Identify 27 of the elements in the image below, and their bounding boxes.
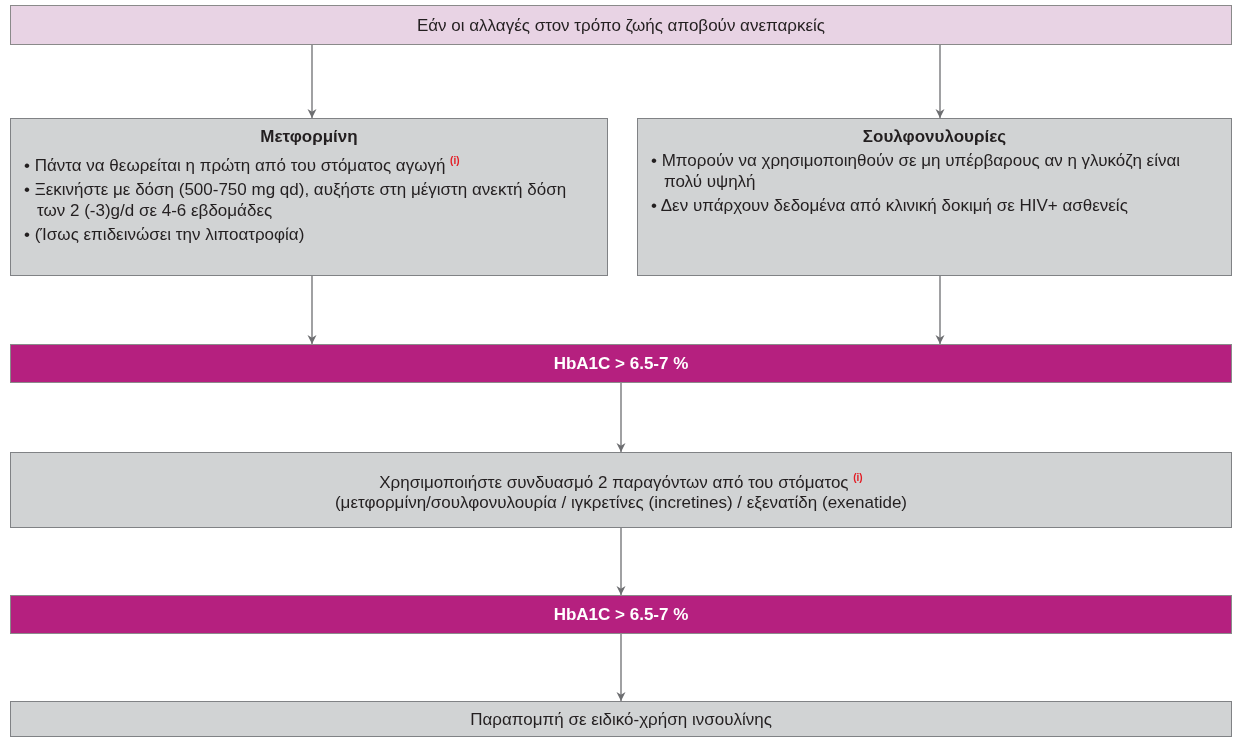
arrow [616, 382, 626, 453]
start-box [10, 5, 1232, 45]
bullet-item: • Δεν υπάρχουν δεδομένα από κλινική δοκιμή σε HIV+ ασθενείς [650, 195, 1129, 216]
process-box [10, 701, 1232, 737]
arrow [616, 527, 626, 596]
process-box [10, 452, 1232, 528]
criterion-bar [10, 595, 1232, 634]
bullet-item: • (Ίσως επιδεινώσει την λιποατροφία) [23, 223, 306, 245]
arrow [935, 275, 945, 345]
box-text: Χρησιμοποιήστε συνδυασμό 2 παραγόντων από του στόματος $^{(i)}$ [379, 470, 863, 493]
bar-label: HbA1C > 6.5-7 % [553, 353, 689, 374]
box-heading: Σουλφονυλουρίες [862, 127, 1007, 147]
treatment-box [637, 118, 1232, 276]
treatment-box [10, 118, 608, 276]
box-text: (μετφορμίνη/σουλφονυλουρία / ιγκρετίνες (incretines) / εξενατίδη (exenatide) [334, 492, 908, 514]
box-heading: Μετφορμίνη [260, 127, 358, 147]
arrow [935, 44, 945, 119]
arrow [307, 44, 317, 119]
arrow [307, 275, 317, 345]
arrow [616, 633, 626, 702]
box-text: Εάν οι αλλαγές στον τρόπο ζωής αποβούν ανεπαρκείς [416, 14, 826, 36]
bar-label: HbA1C > 6.5-7 % [553, 604, 689, 625]
criterion-bar [10, 344, 1232, 383]
bullet-item: • Πάντα να θεωρείται η πρώτη από του στόματος αγωγή $^{(i)}$ [23, 154, 461, 176]
box-text: Παραπομπή σε ειδικό-χρήση ινσουλίνης [470, 708, 772, 730]
bullet-item: • Μπορούν να χρησιμοποιηθούν σε μη υπέρβαρους αν η γλυκόζη είναι πολύ υψηλή [650, 150, 1182, 192]
bullet-item: • Ξεκινήστε με δόση (500-750 mg qd), αυξήστε στη μέγιστη ανεκτή δόση των 2 (-3)g/d σε 4-6 εβδομάδες [23, 178, 568, 221]
